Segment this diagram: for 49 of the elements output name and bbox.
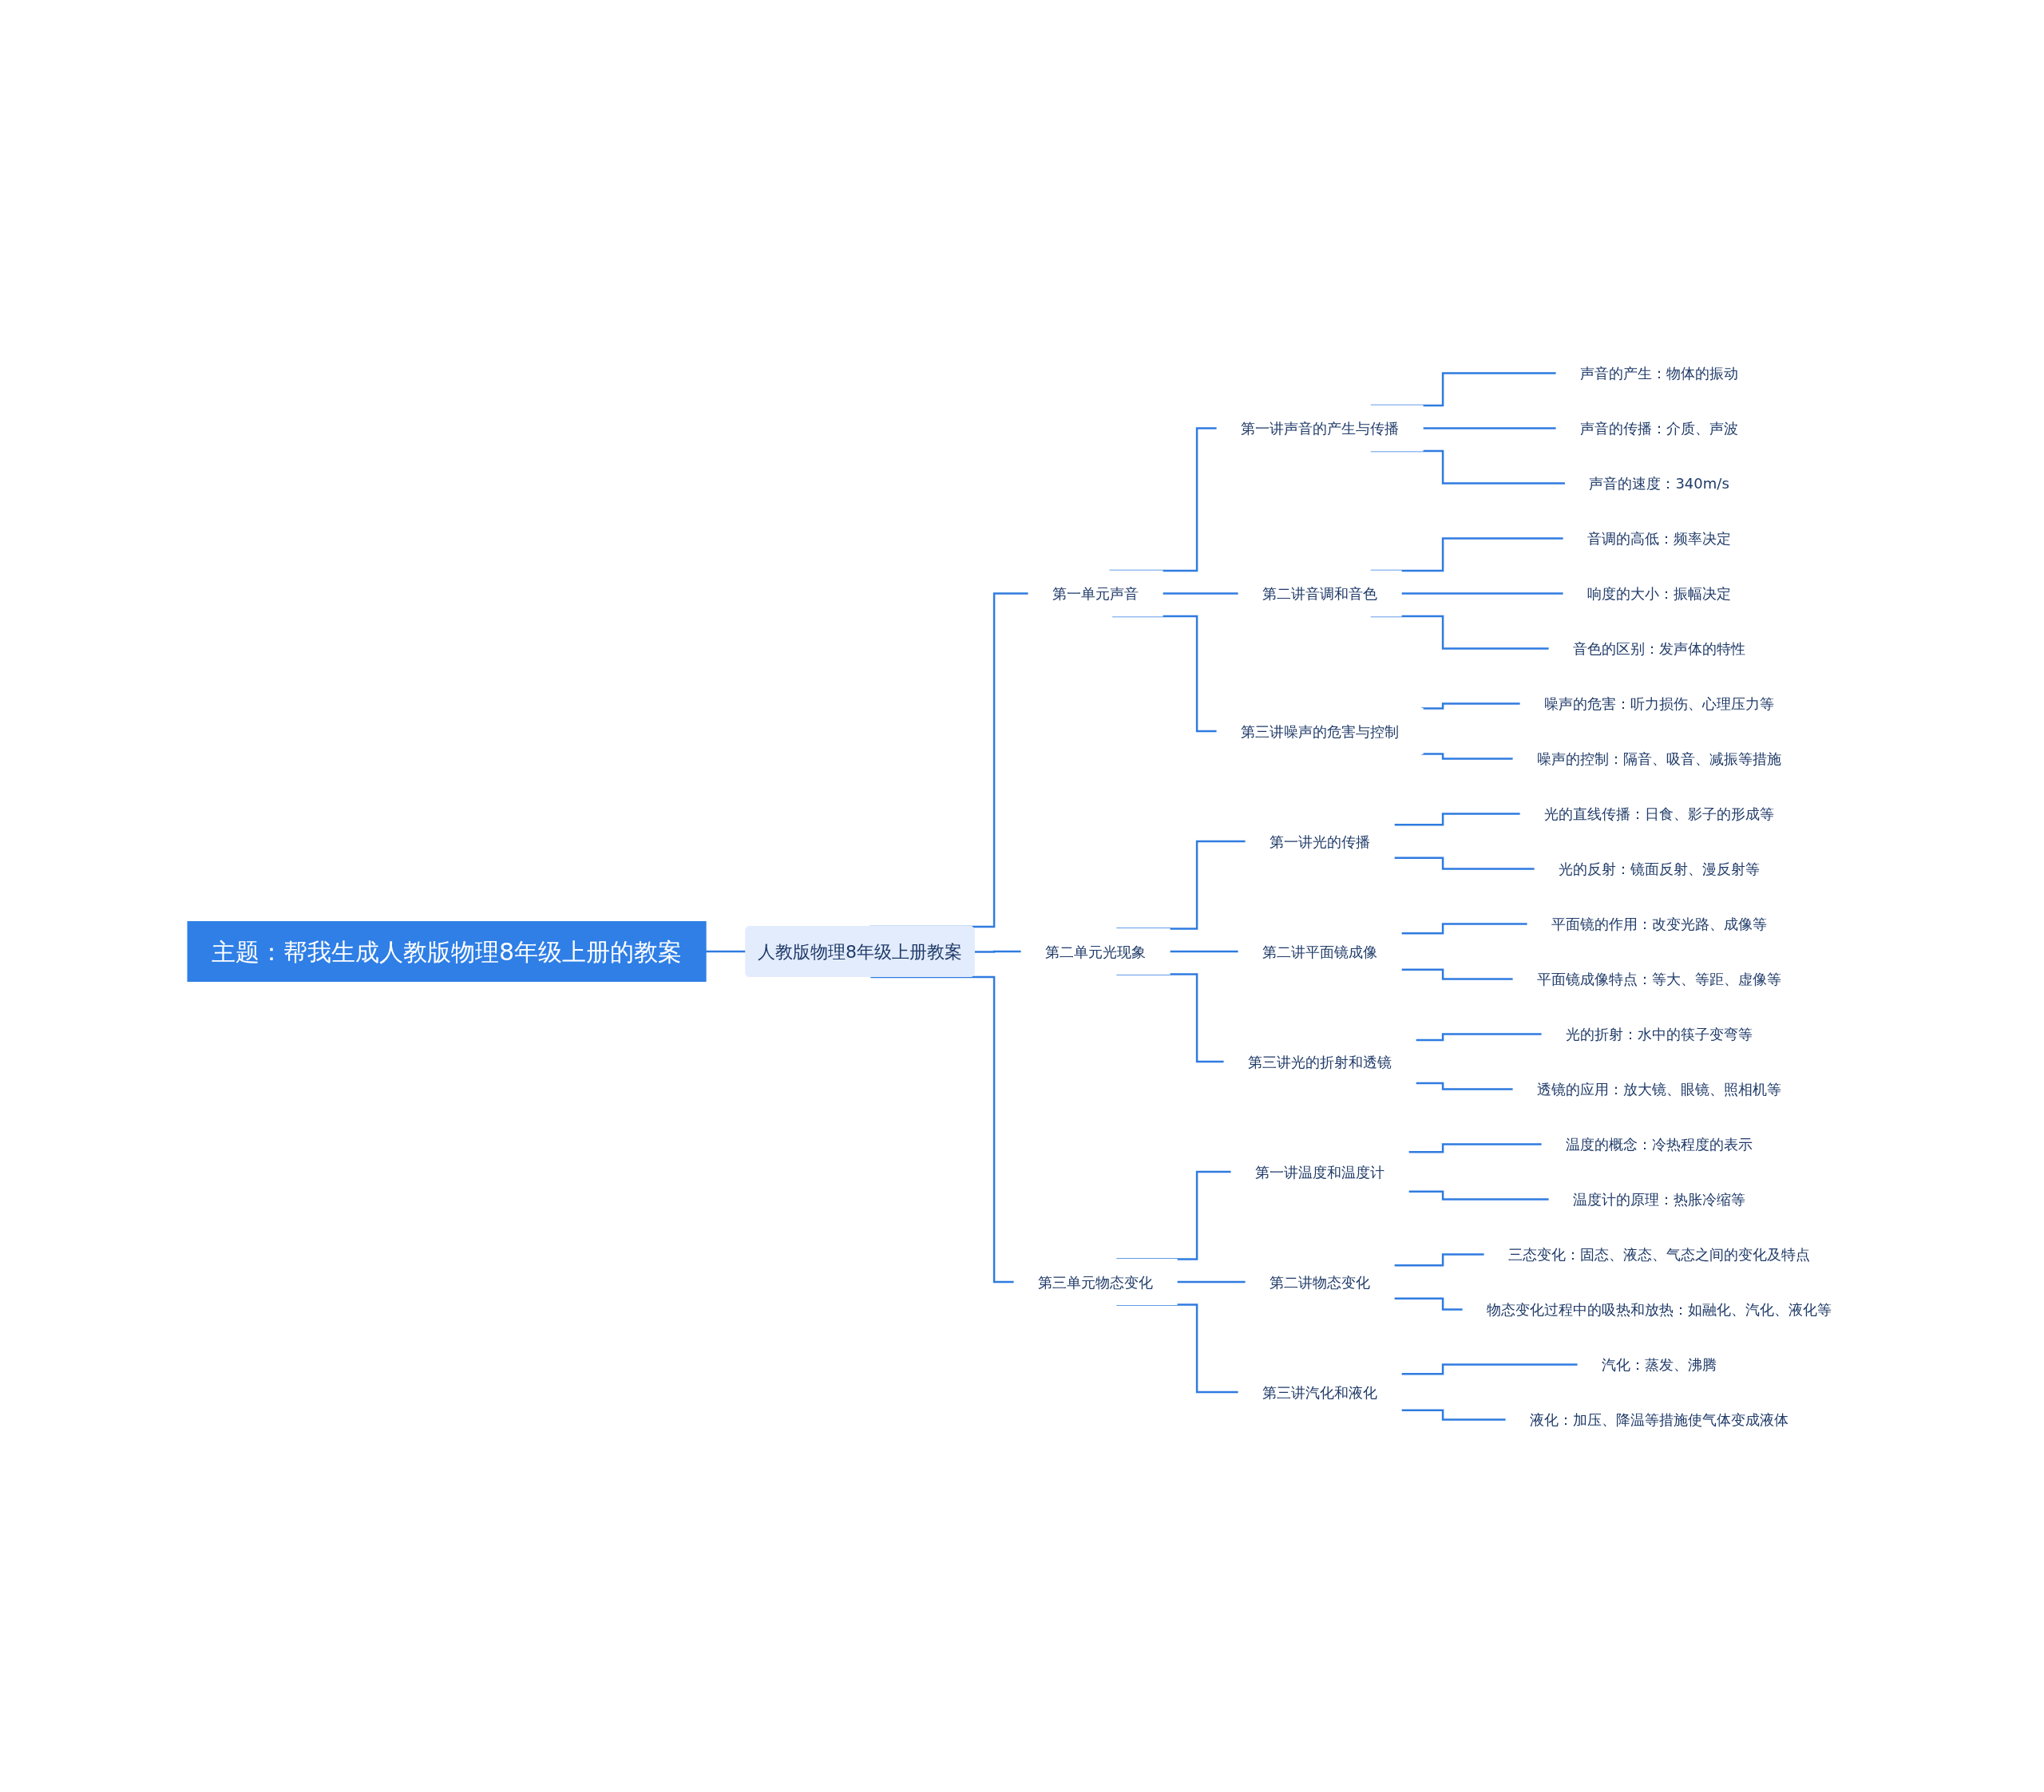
node-text: 声音的速度：340m/s <box>1589 474 1730 492</box>
node-text: 第三讲光的折射和透镜 <box>1248 1053 1392 1070</box>
connector <box>1394 1252 1486 1266</box>
connector <box>1408 1190 1551 1201</box>
connector <box>1401 968 1515 980</box>
node-text: 声音的传播：介质、声波 <box>1580 419 1739 437</box>
node-text: 汽化：蒸发、沸腾 <box>1602 1355 1717 1373</box>
node-text: 噪声的控制：隔音、吸音、减振等措施 <box>1537 750 1782 767</box>
node-text: 温度的概念：冷热程度的表示 <box>1566 1135 1753 1153</box>
node-text: 第二讲物态变化 <box>1270 1273 1371 1290</box>
node-text: 响度的大小：振幅决定 <box>1587 584 1732 602</box>
node-text: 物态变化过程中的吸热和放热：如融化、汽化、液化等 <box>1487 1300 1832 1318</box>
node-text: 温度计的原理：热胀冷缩等 <box>1573 1190 1746 1208</box>
connector <box>1408 1142 1543 1153</box>
connector <box>1416 1032 1543 1041</box>
node-text: 平面镜的作用：改变光路、成像等 <box>1551 915 1768 932</box>
node-text: 平面镜成像特点：等大、等距、虚像等 <box>1537 970 1782 987</box>
connector <box>1421 702 1522 710</box>
node-text: 第一讲温度和温度计 <box>1255 1163 1385 1180</box>
node-text: 第三讲噪声的危害与控制 <box>1241 722 1400 739</box>
node-text: 透镜的应用：放大镜、眼镜、照相机等 <box>1537 1080 1782 1098</box>
node-text: 第一讲光的传播 <box>1270 833 1371 849</box>
node-text: 光的折射：水中的筷子变弯等 <box>1566 1025 1753 1042</box>
connector <box>1163 591 1240 595</box>
node-text: 第三讲汽化和液化 <box>1262 1383 1378 1400</box>
connector <box>1394 1297 1464 1311</box>
connector <box>870 975 1016 1283</box>
connector <box>975 950 1023 953</box>
connector <box>1421 752 1515 760</box>
connector <box>1401 591 1565 595</box>
node-text: 液化：加压、降温等措施使气体变成液体 <box>1530 1410 1789 1428</box>
node-text: 第二讲平面镜成像 <box>1262 943 1378 959</box>
connector <box>1394 856 1536 870</box>
node-box: 主题：帮我生成人教版物理8年级上册的教案 <box>187 920 707 982</box>
node-text: 声音的产生：物体的振动 <box>1580 364 1739 382</box>
connector <box>1401 922 1529 934</box>
connector <box>1423 426 1558 429</box>
connector <box>1394 812 1522 825</box>
node-text: 三态变化：固态、液态、气态之间的变化及特点 <box>1508 1245 1811 1263</box>
connector <box>1401 1363 1579 1375</box>
node-text: 音色的区别：发声体的特性 <box>1573 639 1746 657</box>
connector <box>1170 950 1240 952</box>
node-text: 光的直线传播：日食、影子的形成等 <box>1544 805 1775 822</box>
node-text: 光的反射：镜面反射、漫反射等 <box>1559 860 1761 877</box>
connector <box>1177 1280 1247 1283</box>
connector <box>1416 1082 1515 1090</box>
node-text: 噪声的危害：听力损伤、心理压力等 <box>1544 694 1775 712</box>
node-text: 音调的高低：频率决定 <box>1587 529 1732 547</box>
connector <box>1401 1409 1507 1421</box>
